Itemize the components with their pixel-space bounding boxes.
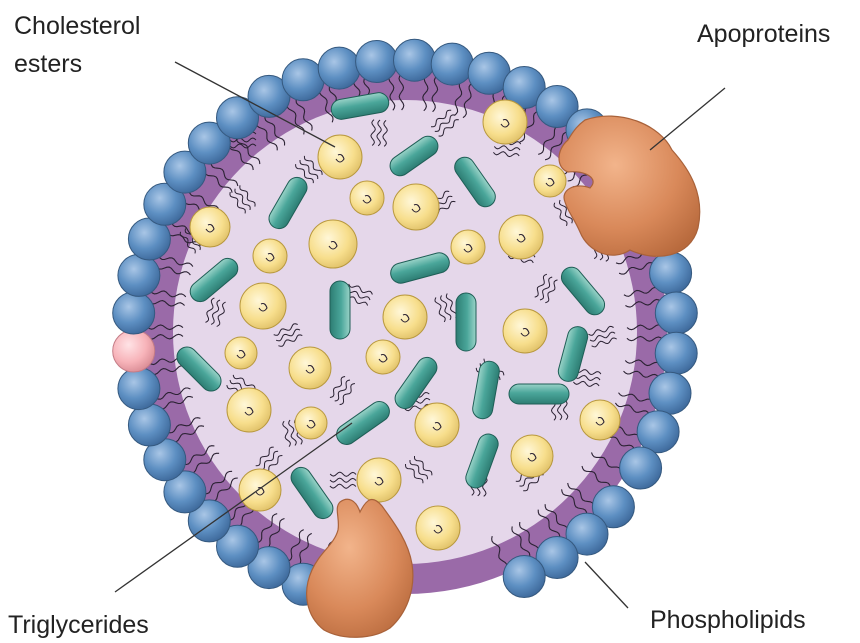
cholesterol-ester-icon: [499, 215, 543, 259]
cholesterol-ester-icon: [239, 469, 281, 511]
cholesterol-ester-icon: [534, 165, 566, 197]
cholesterol-ester-icon: [295, 407, 327, 439]
triglyceride-icon: [456, 293, 476, 351]
cholesterol-ester-icon: [503, 309, 547, 353]
label-cholesterol-esters-line1: Cholesterol: [14, 12, 140, 40]
label-phospholipids: Phospholipids: [650, 606, 806, 634]
phospholipid-head-icon: [655, 332, 697, 374]
phospholipid-head-icon: [655, 292, 697, 334]
cholesterol-ester-icon: [511, 435, 553, 477]
cholesterol-ester-icon: [357, 458, 401, 502]
cholesterol-ester-icon: [240, 283, 286, 329]
cholesterol-ester-icon: [366, 340, 400, 374]
cholesterol-ester-icon: [483, 100, 527, 144]
phospholipid-head-icon: [394, 39, 436, 81]
label-cholesterol-esters-line2: esters: [14, 50, 82, 78]
cholesterol-ester-icon: [253, 239, 287, 273]
phospholipid-head-pink-icon: [113, 330, 155, 372]
phospholipid-head-icon: [503, 556, 545, 598]
leader-phospholipids: [585, 562, 628, 608]
phospholipid-head-icon: [650, 252, 692, 294]
phospholipid-head-icon: [113, 292, 155, 334]
cholesterol-ester-icon: [350, 181, 384, 215]
cholesterol-ester-icon: [451, 230, 485, 264]
phospholipid-head-icon: [318, 47, 360, 89]
phospholipid-head-icon: [649, 372, 691, 414]
cholesterol-ester-icon: [225, 337, 257, 369]
phospholipid-head-icon: [282, 59, 324, 101]
cholesterol-ester-icon: [289, 347, 331, 389]
triglyceride-icon: [330, 281, 350, 339]
cholesterol-ester-icon: [383, 295, 427, 339]
triglyceride-icon: [509, 384, 569, 404]
cholesterol-ester-icon: [415, 403, 459, 447]
cholesterol-ester-icon: [190, 207, 230, 247]
phospholipid-head-icon: [637, 411, 679, 453]
cholesterol-ester-icon: [393, 184, 439, 230]
leader-apoproteins: [650, 88, 725, 150]
cholesterol-ester-icon: [580, 400, 620, 440]
phospholipid-head-icon: [118, 368, 160, 410]
label-triglycerides: Triglycerides: [8, 611, 149, 639]
phospholipid-head-icon: [128, 404, 170, 446]
phospholipid-head-icon: [118, 254, 160, 296]
phospholipid-head-icon: [431, 43, 473, 85]
label-apoproteins: Apoproteins: [697, 20, 830, 48]
cholesterol-ester-icon: [309, 220, 357, 268]
cholesterol-ester-icon: [416, 506, 460, 550]
phospholipid-head-icon: [356, 41, 398, 83]
phospholipid-head-icon: [620, 447, 662, 489]
cholesterol-ester-icon: [227, 388, 271, 432]
